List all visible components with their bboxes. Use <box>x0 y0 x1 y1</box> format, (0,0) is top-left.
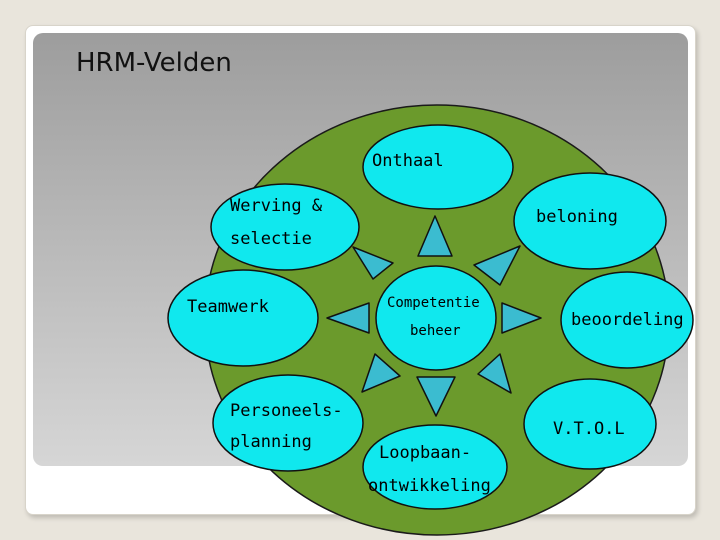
arrow-right <box>501 302 542 334</box>
node-vtol <box>523 378 657 470</box>
label-competentie: Competentie <box>387 295 480 311</box>
label-werving-line2: selectie <box>230 229 312 249</box>
label-personeels-line1: Personeels- <box>230 401 343 421</box>
node-werving-selectie <box>210 183 360 271</box>
slide-title: HRM-Velden <box>76 48 232 78</box>
node-loopbaanontwikkeling <box>362 424 508 510</box>
label-onthaal: Onthaal <box>372 151 444 171</box>
label-loopbaan-line2: ontwikkeling <box>368 476 491 496</box>
node-competentie-beheer <box>375 265 497 371</box>
arrow-up-right <box>473 245 521 286</box>
node-personeelsplanning <box>212 374 364 472</box>
label-werving-line1: Werving & <box>230 196 323 216</box>
label-beoordeling: beoordeling <box>571 310 684 330</box>
node-beoordeling <box>560 271 694 369</box>
label-beheer: beheer <box>410 323 461 339</box>
label-loopbaan-line1: Loopbaan- <box>379 443 472 463</box>
arrow-down-left <box>361 353 401 393</box>
label-personeels-line2: planning <box>230 432 312 452</box>
node-beloning <box>513 172 667 270</box>
label-beloning: beloning <box>536 207 618 227</box>
arrow-up <box>417 215 453 257</box>
arrow-up-left <box>352 246 394 280</box>
node-onthaal <box>362 124 514 210</box>
label-vtol: V.T.O.L <box>553 419 625 439</box>
arrow-left <box>326 302 370 334</box>
arrow-down <box>416 376 456 417</box>
node-teamwerk <box>167 269 319 367</box>
arrow-down-right <box>477 353 512 394</box>
label-teamwerk: Teamwerk <box>187 297 269 317</box>
